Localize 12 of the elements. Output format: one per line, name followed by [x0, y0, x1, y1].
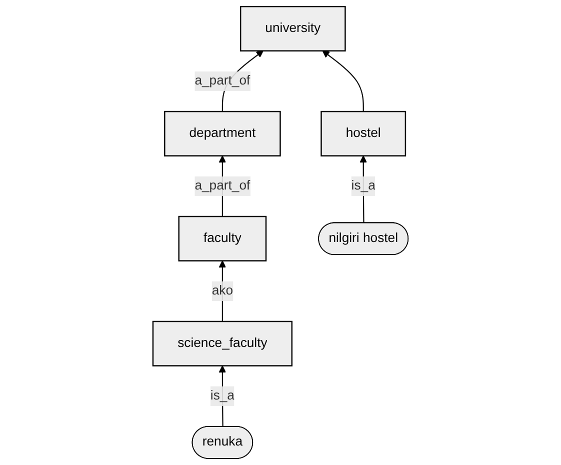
- node-box: hostel: [320, 110, 406, 156]
- node-box: science_faculty: [152, 320, 292, 366]
- node-box: faculty: [178, 216, 267, 262]
- edge-label: is_a: [210, 388, 234, 403]
- edge-label: a_part_of: [194, 178, 250, 193]
- edge-label: is_a: [351, 178, 376, 193]
- edge-label: ako: [212, 284, 233, 298]
- arrow: [322, 50, 364, 112]
- arrow: [218, 260, 226, 322]
- node-box: university: [240, 6, 346, 52]
- edge-label: a_part_of: [194, 74, 250, 88]
- node-box: department: [164, 110, 281, 156]
